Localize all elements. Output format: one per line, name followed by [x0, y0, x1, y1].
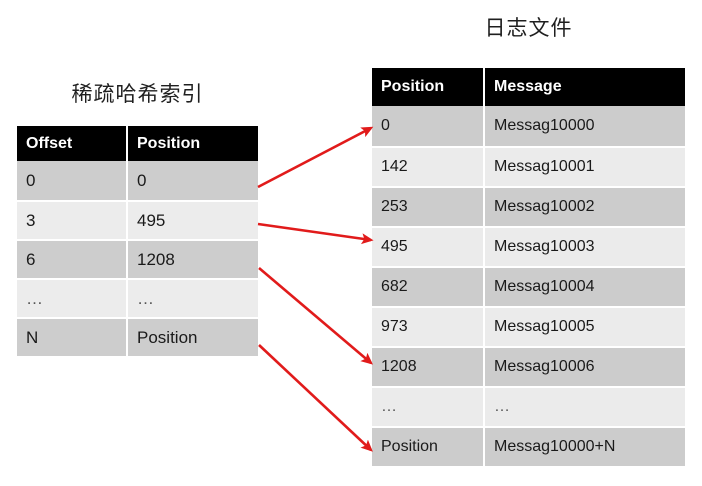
log-table-header-row: Position Message — [372, 68, 685, 106]
log-message-cell: Messag10000 — [485, 106, 685, 146]
index-offset-cell: 6 — [17, 239, 128, 278]
index-position-cell: 495 — [128, 200, 258, 239]
log-message-cell: Messag10002 — [485, 186, 685, 226]
index-position-cell: Position — [128, 317, 258, 356]
sparse-hash-index-title: 稀疏哈希索引 — [71, 83, 204, 106]
index-position-cell: 0 — [128, 161, 258, 200]
arrow-offset3-to-position495 — [257, 222, 374, 245]
index-table-header-row: Offset Position — [17, 126, 258, 161]
index-position-cell: 1208 — [128, 239, 258, 278]
log-position-cell: 0 — [372, 106, 485, 146]
table-row: …… — [17, 278, 258, 317]
index-position-cell: … — [128, 278, 258, 317]
index-offset-cell: 0 — [17, 161, 128, 200]
log-position-cell: 495 — [372, 226, 485, 266]
log-position-cell: 973 — [372, 306, 485, 346]
index-offset-cell: 3 — [17, 200, 128, 239]
log-message-cell: Messag10006 — [485, 346, 685, 386]
log-position-cell: … — [372, 386, 485, 426]
log-message-cell: Messag10001 — [485, 146, 685, 186]
log-message-cell: Messag10000+N — [485, 426, 685, 466]
log-position-cell: 253 — [372, 186, 485, 226]
arrow-offsetN-to-positionN — [258, 344, 373, 452]
log-file-title: 日志文件 — [484, 17, 573, 40]
index-header-offset: Offset — [17, 126, 128, 161]
index-header-position: Position — [128, 126, 258, 161]
log-header-position: Position — [372, 68, 485, 106]
index-offset-cell: N — [17, 317, 128, 356]
table-row: …… — [372, 386, 685, 426]
log-message-cell: Messag10005 — [485, 306, 685, 346]
log-position-cell: Position — [372, 426, 485, 466]
arrow-offset0-to-position0 — [257, 126, 374, 189]
log-message-cell: Messag10003 — [485, 226, 685, 266]
arrow-offset6-to-position1208 — [258, 267, 373, 365]
log-position-cell: 682 — [372, 266, 485, 306]
log-header-message: Message — [485, 68, 685, 106]
log-message-cell: Messag10004 — [485, 266, 685, 306]
index-offset-cell: … — [17, 278, 128, 317]
log-position-cell: 142 — [372, 146, 485, 186]
log-position-cell: 1208 — [372, 346, 485, 386]
log-message-cell: … — [485, 386, 685, 426]
